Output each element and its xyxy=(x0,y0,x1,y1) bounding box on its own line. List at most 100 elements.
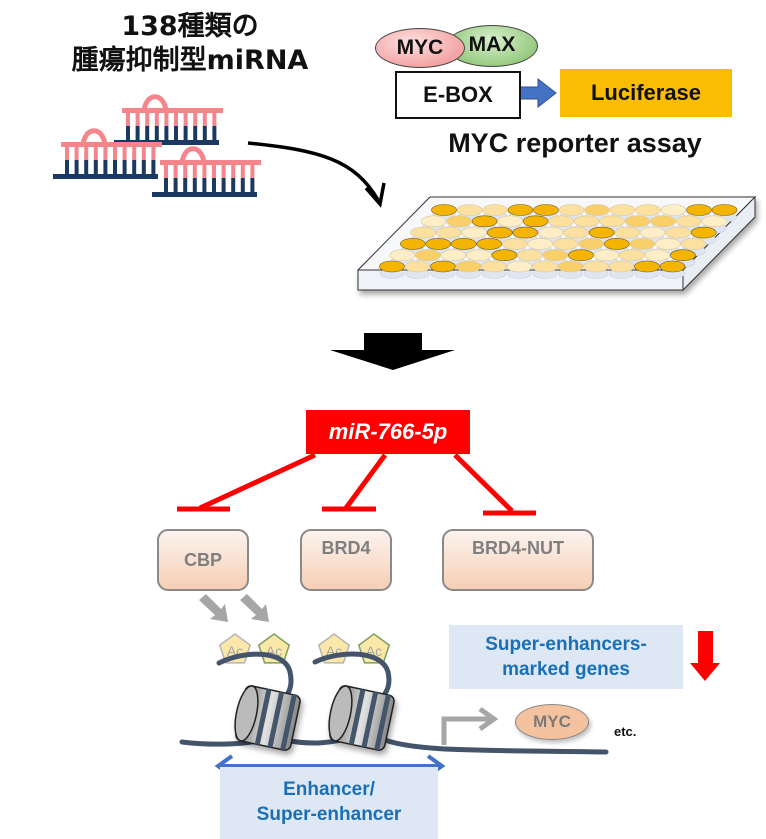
screen-flow-arrow xyxy=(247,141,386,208)
plate-well xyxy=(548,215,574,228)
plate-well xyxy=(568,249,594,261)
plate-well xyxy=(379,260,405,273)
plate-well xyxy=(711,204,738,216)
plate-well xyxy=(517,249,543,261)
plate-well xyxy=(404,260,431,273)
plate-well xyxy=(635,204,661,216)
enhancer-line2: Super-enhancer xyxy=(256,804,402,825)
plate-well xyxy=(593,249,620,261)
super-enhancer-genes-line1: Super-enhancers- xyxy=(485,634,647,655)
plate-well xyxy=(533,204,559,216)
plate-well xyxy=(476,238,503,250)
plate-well xyxy=(701,215,727,228)
mirna-duplex-icon xyxy=(53,128,162,179)
acetylation-arrows xyxy=(199,594,269,622)
plate-well xyxy=(461,226,488,239)
target-brd4-nut: BRD4-NUT xyxy=(442,529,594,591)
ebox-to-luciferase-arrow xyxy=(518,77,557,109)
plate-well xyxy=(660,204,687,216)
inhibit-cbp-line xyxy=(198,452,317,511)
nucleosome-1 xyxy=(234,685,301,751)
ebox-element: E-BOX xyxy=(395,71,521,119)
mirna-duplex-icon xyxy=(152,146,261,197)
plate-well xyxy=(420,215,447,228)
enhancer-label: Enhancer/ Super-enhancer xyxy=(220,767,438,839)
myc-gene-product: MYC xyxy=(515,704,589,740)
screening-title-line1: 138種類の xyxy=(121,11,259,42)
plate-well xyxy=(527,238,554,250)
super-enhancer-genes-line2: marked genes xyxy=(502,659,630,680)
myc-protein: MYC xyxy=(375,28,465,68)
plate-well xyxy=(512,226,539,239)
plate-well xyxy=(431,204,457,216)
plate-well xyxy=(466,249,492,261)
plate-well xyxy=(659,260,686,273)
mirna-duplex-icon xyxy=(114,94,223,145)
assay-title: MYC reporter assay xyxy=(448,128,702,158)
screening-title: 138種類の 腫瘍抑制型miRNA xyxy=(30,10,350,78)
plate-well xyxy=(482,204,508,216)
super-enhancer-genes-label: Super-enhancers- marked genes xyxy=(449,625,683,689)
plate-well xyxy=(456,204,483,216)
plate-well xyxy=(563,226,590,239)
plate-well xyxy=(410,226,437,239)
target-cbp: CBP xyxy=(157,529,249,591)
plate-well xyxy=(446,215,472,228)
mirna-duplexes xyxy=(53,94,261,197)
plate-well xyxy=(558,204,585,216)
plate-well xyxy=(603,238,630,250)
plate-well xyxy=(435,226,462,239)
plate-well xyxy=(425,238,452,250)
plate-well xyxy=(415,249,441,261)
plate-well xyxy=(675,215,702,228)
plate-well xyxy=(599,215,625,228)
plate-well xyxy=(670,249,696,261)
plate-well xyxy=(624,215,651,228)
plate-well xyxy=(608,260,635,273)
plate-well xyxy=(639,226,666,239)
plate-well xyxy=(583,260,609,273)
plate-well xyxy=(650,215,676,228)
plate-well xyxy=(491,249,518,261)
plate-well xyxy=(506,260,533,273)
downregulation-arrow-icon xyxy=(690,631,720,681)
transcription-start-arrow xyxy=(441,706,499,745)
plate-wells xyxy=(379,204,738,279)
plate-well xyxy=(497,215,523,228)
plate-well xyxy=(619,249,645,261)
plate-well xyxy=(440,249,467,261)
plate-well xyxy=(634,260,660,273)
plate-well xyxy=(614,226,641,239)
mirna-name-box: miR-766-5p xyxy=(306,410,470,454)
luciferase-gene: Luciferase xyxy=(560,69,732,117)
inhibit-brd4nut-line xyxy=(453,453,514,513)
plate-well xyxy=(609,204,636,216)
plate-well xyxy=(629,238,656,250)
plate-well xyxy=(654,238,681,250)
plate-well xyxy=(455,260,482,273)
plate-well xyxy=(573,215,600,228)
plate-well xyxy=(644,249,671,261)
plate-well xyxy=(690,226,717,239)
enhancer-line1: Enhancer/ xyxy=(283,779,375,800)
plate-well xyxy=(542,249,569,261)
plate-well xyxy=(501,238,528,250)
plate-well xyxy=(389,249,416,261)
plate-well xyxy=(471,215,498,228)
plate-well xyxy=(588,226,615,239)
etc-label: etc. xyxy=(614,724,637,739)
inhibit-brd4-line xyxy=(343,453,388,510)
plate-well xyxy=(537,226,564,239)
inhibition-lines xyxy=(177,452,536,516)
target-brd4: BRD4 xyxy=(300,529,392,591)
plate-well xyxy=(680,238,707,250)
plate-well xyxy=(522,215,549,228)
plate-well xyxy=(486,226,513,239)
plate-well xyxy=(450,238,477,250)
screening-title-line2: 腫瘍抑制型miRNA xyxy=(71,45,309,76)
plate-well xyxy=(430,260,456,273)
plate-well xyxy=(481,260,507,273)
plate-well xyxy=(399,238,426,250)
plate-well xyxy=(665,226,692,239)
